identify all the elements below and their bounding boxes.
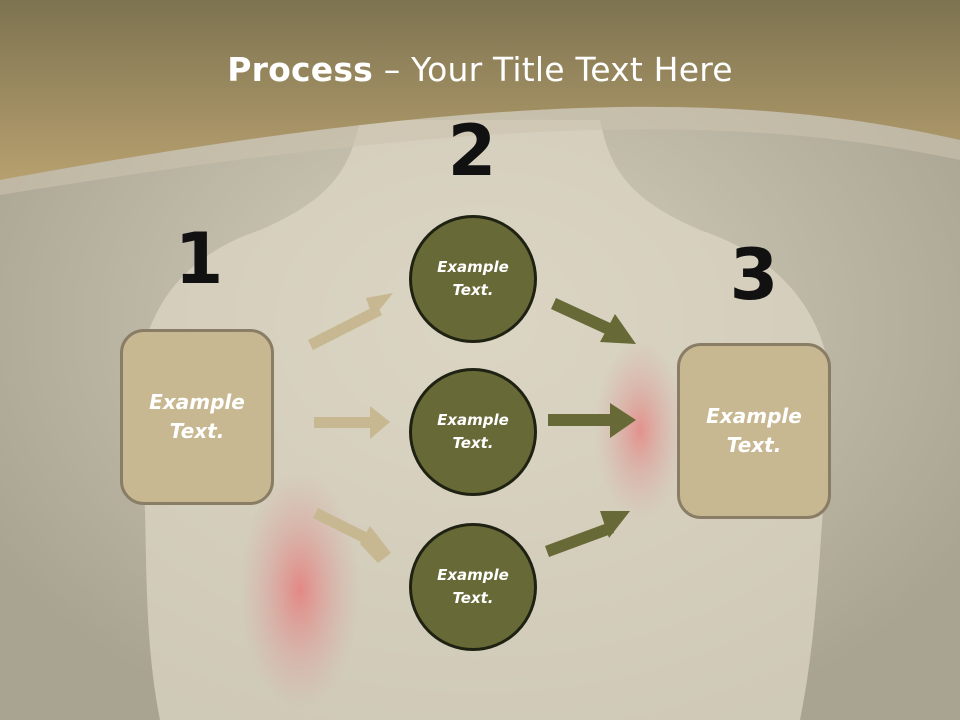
circle-bottom: Example Text.	[409, 523, 537, 651]
arrows-right	[545, 298, 636, 557]
left-box: Example Text.	[120, 329, 274, 505]
arrow-left-down	[313, 508, 391, 563]
circle-top: Example Text.	[409, 215, 537, 343]
title-bold: Process	[227, 50, 374, 89]
step-number-1: 1	[174, 218, 224, 300]
arrow-right-up	[545, 511, 630, 557]
step-number-2: 2	[447, 110, 497, 192]
circle-middle: Example Text.	[409, 368, 537, 496]
circle-middle-text: Example Text.	[437, 411, 509, 452]
arrow-right-down	[551, 298, 636, 344]
left-box-text: Example Text.	[149, 390, 245, 443]
step-number-3: 3	[729, 234, 779, 316]
arrows-left	[308, 293, 393, 563]
slide-title: Process – Your Title Text Here	[0, 50, 960, 89]
arrow-left-middle	[314, 406, 390, 439]
arrow-left-up	[308, 293, 393, 350]
circle-bottom-text: Example Text.	[437, 566, 509, 607]
right-box: Example Text.	[677, 343, 831, 519]
title-rest: – Your Title Text Here	[373, 50, 733, 89]
circle-top-text: Example Text.	[437, 258, 509, 299]
right-box-text: Example Text.	[706, 404, 802, 457]
arrow-right-middle	[548, 403, 636, 438]
